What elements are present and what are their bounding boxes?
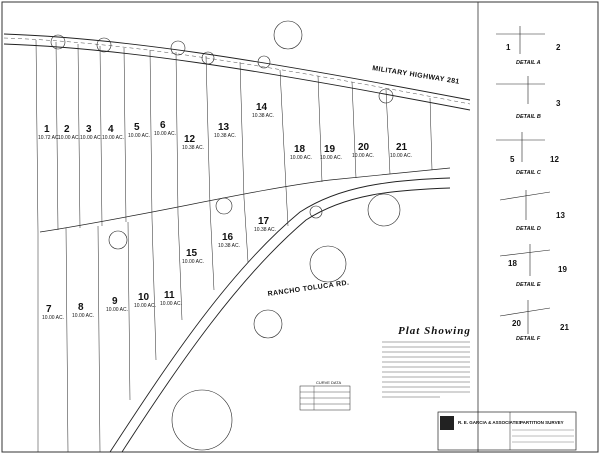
lot-20-area: 10.00 AC. — [352, 153, 374, 159]
lot-8-num: 8 — [78, 302, 84, 313]
lot-9-num: 9 — [112, 296, 118, 307]
lot-10-num: 10 — [138, 292, 150, 303]
lot-15-num: 15 — [186, 248, 198, 259]
lot-19-area: 10.00 AC. — [320, 155, 342, 161]
curve-table: CURVE DATA — [299, 380, 351, 411]
detail-e-label: DETAIL E — [516, 282, 541, 288]
lot-13-num: 13 — [218, 122, 230, 133]
lot-11-num: 11 — [164, 290, 175, 301]
lot-20-num: 20 — [358, 142, 370, 153]
detail-f-label: DETAIL F — [516, 336, 541, 342]
lot-3-area: 10.00 AC. — [80, 135, 102, 141]
detail-c-label: DETAIL C — [516, 170, 542, 176]
detail-f: DETAIL F 20 21 — [499, 300, 569, 342]
detail-a-lot-1: 1 — [506, 43, 511, 52]
detail-e-lot-19: 19 — [558, 265, 567, 274]
lot-21-area: 10.00 AC. — [390, 153, 412, 159]
detail-a: 1 2 DETAIL A — [496, 26, 561, 66]
detail-callout-circles — [50, 20, 401, 451]
lot-9-area: 10.00 AC. — [106, 307, 128, 313]
lot-12-area: 10.38 AC. — [182, 145, 204, 151]
lot-15-area: 10.00 AC. — [182, 259, 204, 265]
job-title: PARTITION SURVEY — [520, 420, 564, 425]
lot-5-area: 10.00 AC. — [128, 133, 150, 139]
lot-17-area: 10.38 AC. — [254, 227, 276, 233]
plat-title: Plat Showing — [398, 325, 471, 337]
lot-2-area: 10.00 AC. — [58, 135, 80, 141]
detail-d: 13 DETAIL D — [499, 190, 565, 232]
lot-5-num: 5 — [134, 122, 140, 133]
lot-14-num: 14 — [256, 102, 268, 113]
detail-e: 18 19 DETAIL E — [499, 244, 567, 288]
lot-16-num: 16 — [222, 232, 234, 243]
detail-b-lot-3: 3 — [556, 99, 561, 108]
lot-6-area: 10.00 AC. — [154, 131, 176, 137]
lot-4-num: 4 — [108, 124, 114, 135]
lot-10-area: 10.00 AC. — [134, 303, 156, 309]
detail-c-lot-5: 5 — [510, 155, 515, 164]
title-block: R. E. GARCIA & ASSOCIATES PARTITION SURV… — [437, 411, 577, 451]
lot-21-num: 21 — [396, 142, 408, 153]
firm-name: R. E. GARCIA & ASSOCIATES — [458, 420, 521, 425]
detail-d-lot-13: 13 — [556, 211, 565, 220]
lot-8-area: 10.00 AC. — [72, 313, 94, 319]
lot-19-num: 19 — [324, 144, 336, 155]
detail-d-label: DETAIL D — [516, 226, 541, 232]
rear-boundary-line — [39, 167, 451, 233]
lot-11-area: 10.00 AC. — [160, 301, 182, 307]
detail-f-lot-20: 20 — [512, 319, 521, 328]
lot-1-area: 10.72 AC. — [38, 135, 60, 141]
rancho-toluca-road — [109, 177, 451, 453]
lot-18-area: 10.00 AC. — [290, 155, 312, 161]
detail-a-label: DETAIL A — [516, 60, 541, 66]
detail-c: 5 12 DETAIL C — [496, 132, 559, 176]
lot-lines-rear — [37, 187, 289, 453]
lot-12-num: 12 — [184, 134, 196, 145]
lot-2-num: 2 — [64, 124, 70, 135]
curve-table-title: CURVE DATA — [316, 380, 341, 385]
detail-f-lot-21: 21 — [560, 323, 569, 332]
detail-b-label: DETAIL B — [516, 114, 541, 120]
lot-1-num: 1 — [44, 124, 50, 135]
detail-a-lot-2: 2 — [556, 43, 561, 52]
lot-labels: 1 10.72 AC. 2 10.00 AC. 3 10.00 AC. 4 10… — [38, 102, 412, 321]
lot-7-num: 7 — [46, 304, 52, 315]
lot-6-num: 6 — [160, 120, 166, 131]
lot-lines-front — [35, 39, 433, 233]
highway-label: MILITARY HIGHWAY 281 — [372, 65, 460, 86]
lot-16-area: 10.38 AC. — [218, 243, 240, 249]
detail-b: 3 DETAIL B — [496, 76, 561, 120]
details-column: 1 2 DETAIL A 3 DETAIL B 5 12 DETAIL C 13… — [496, 26, 569, 342]
lot-4-area: 10.00 AC. — [102, 135, 124, 141]
legal-description-text — [382, 341, 470, 398]
detail-c-lot-12: 12 — [550, 155, 559, 164]
detail-e-lot-18: 18 — [508, 259, 517, 268]
lot-18-num: 18 — [294, 144, 306, 155]
rancho-road-label: RANCHO TOLUCA RD. — [267, 280, 349, 298]
lot-13-area: 10.38 AC. — [214, 133, 236, 139]
lot-14-area: 10.38 AC. — [252, 113, 274, 119]
lot-17-num: 17 — [258, 216, 270, 227]
lot-7-area: 10.00 AC. — [42, 315, 64, 321]
lot-3-num: 3 — [86, 124, 92, 135]
